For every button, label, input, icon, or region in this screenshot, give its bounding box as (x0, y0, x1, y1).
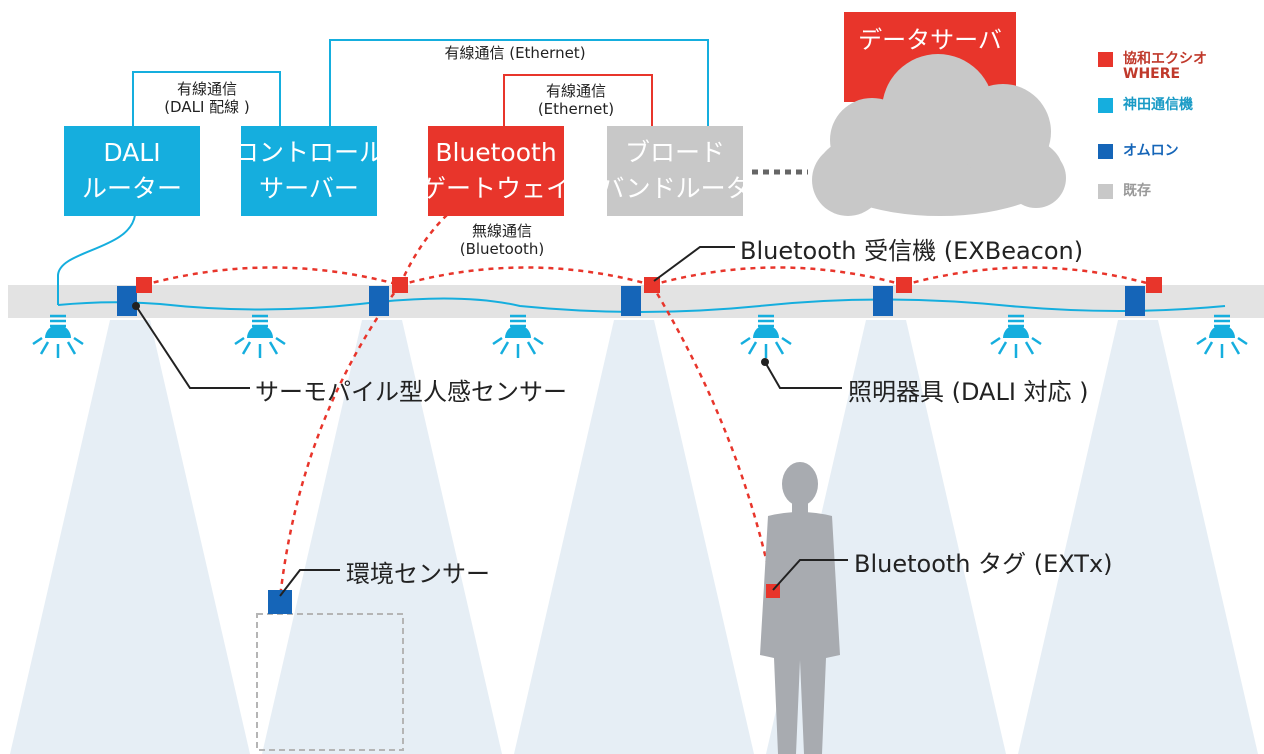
bt-env-link (278, 284, 402, 599)
bluetooth-receivers (136, 277, 1162, 293)
data-server-text: データサーバ (858, 26, 1002, 54)
dali-router-box: DALI ルーター (64, 126, 200, 216)
wired-ethernet-gw-line1: 有線通信 (545, 82, 606, 100)
bt-gateway-link (398, 211, 451, 286)
sensor-area-outline (256, 613, 404, 751)
bt-tag-leader (772, 559, 848, 591)
bt-receiver-label: Bluetooth 受信機 (EXBeacon) (740, 237, 1084, 265)
control-server-line2: サーバー (259, 174, 359, 203)
dali-router-line2: ルーター (81, 174, 182, 203)
dali-wiring (57, 214, 1226, 313)
legend-label: オムロン (1123, 143, 1179, 159)
bt-receiver (1146, 277, 1162, 293)
light-cone (262, 320, 502, 754)
light-bulb-icon (1196, 314, 1248, 358)
light-cones (10, 320, 1258, 754)
wired-ethernet-top-text: 有線通信 (Ethernet) (444, 44, 586, 62)
dali-router-line1: DALI (103, 138, 161, 167)
dali-cable (57, 214, 136, 305)
bt-link (399, 266, 653, 287)
bt-tag-label: Bluetooth タグ (EXTx) (854, 550, 1113, 578)
legend-swatch (1098, 184, 1113, 199)
ethernet-gw-wire (503, 74, 653, 128)
luminaire-label: 照明器具 (DALI 対応 ) (848, 378, 1089, 406)
wireless-bt-line2: (Bluetooth) (459, 240, 545, 258)
control-server-line1: コントロール (241, 138, 377, 167)
wired-ethernet-gw-label: 有線通信 (Ethernet) (520, 82, 632, 118)
broadband-router-line1: ブロード (624, 138, 725, 167)
legend-item: 神田通信機 (1098, 98, 1193, 113)
luminaire-leader (764, 361, 842, 389)
bt-gateway-line1: Bluetooth (435, 138, 557, 167)
bt-receiver-leader (653, 246, 735, 282)
wired-dali-line2: (DALI 配線 ) (164, 98, 250, 116)
control-server-box: コントロール サーバー (241, 126, 377, 216)
dali-wire (132, 71, 281, 128)
bluetooth-links (143, 211, 1155, 599)
light-bulb-icon (32, 314, 84, 358)
light-bulb-icon (740, 314, 792, 358)
bt-receiver (136, 277, 152, 293)
thermopile-label: サーモパイル型人感センサー (255, 378, 567, 406)
legend-label: 神田通信機 (1123, 97, 1193, 113)
bluetooth-tag (766, 584, 780, 598)
thermopile-leader (135, 305, 250, 389)
callout-dots (132, 302, 769, 366)
wireless-bt-label: 無線通信 (Bluetooth) (446, 222, 558, 258)
wired-ethernet-top-label: 有線通信 (Ethernet) (415, 44, 615, 62)
bt-receiver (896, 277, 912, 293)
data-server-label: データサーバ (844, 18, 1016, 62)
light-bulb-icon (234, 314, 286, 358)
wired-dali-label: 有線通信 (DALI 配線 ) (148, 80, 266, 116)
wired-ethernet-gw-line2: (Ethernet) (537, 100, 615, 118)
legend-swatch (1098, 144, 1113, 159)
bt-link (651, 266, 905, 287)
light-bulb-icon (492, 314, 544, 358)
broadband-router-box: ブロード バンドルータ (607, 126, 743, 216)
light-cone (514, 320, 754, 754)
person-silhouette (760, 462, 840, 754)
light-bulb-icon (990, 314, 1042, 358)
light-cone (10, 320, 250, 754)
environment-sensor (268, 590, 292, 614)
bt-link (143, 266, 401, 287)
cloud-icon (812, 54, 1066, 216)
legend-item: オムロン (1098, 144, 1179, 159)
legend-swatch (1098, 52, 1113, 67)
ethernet-wire (329, 39, 709, 128)
bt-gateway-box: Bluetooth ゲートウェイ (428, 126, 564, 216)
thermopile-sensor (1125, 286, 1145, 316)
wired-dali-line1: 有線通信 (176, 80, 237, 98)
light-cone (1018, 320, 1258, 754)
legend-swatch (1098, 98, 1113, 113)
wired-connections (132, 39, 709, 128)
thermopile-sensor (369, 286, 389, 316)
legend-item: 既存 (1098, 184, 1151, 199)
bt-tag-link (650, 284, 775, 591)
thermopile-sensors (117, 286, 1145, 316)
wireless-bt-line1: 無線通信 (471, 222, 532, 240)
thermopile-sensor (117, 286, 137, 316)
env-sensor-leader (279, 569, 340, 597)
broadband-router-line2: バンドルータ (607, 174, 743, 203)
dali-bus (57, 297, 1226, 313)
thermopile-sensor (621, 286, 641, 316)
bt-gateway-line2: ゲートウェイ (428, 174, 564, 203)
env-sensor-label: 環境センサー (346, 560, 490, 588)
thermopile-sensor (873, 286, 893, 316)
bt-link (903, 266, 1155, 287)
bt-receiver (392, 277, 408, 293)
callout-lines (135, 246, 848, 597)
bt-receiver (644, 277, 660, 293)
legend-label: 既存 (1123, 183, 1151, 199)
luminaires (32, 314, 1248, 358)
